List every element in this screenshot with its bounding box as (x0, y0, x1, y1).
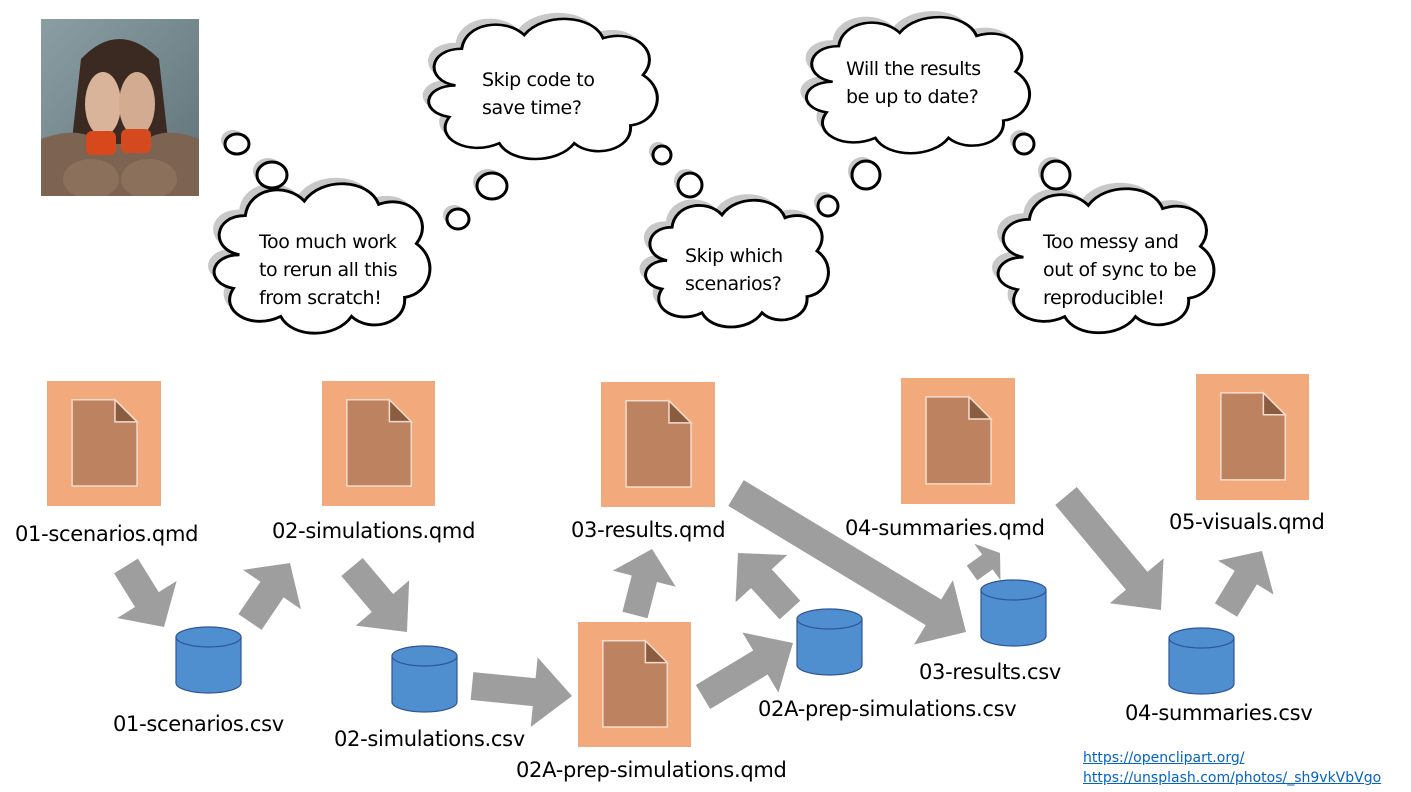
credit-link-unsplash[interactable]: https://unsplash.com/photos/_sh9vkVbVgo (1083, 770, 1382, 786)
label-02a-prep-simulations-csv: 02A-prep-simulations.csv (758, 697, 1017, 721)
file-icon-02a-prep-simulations-qmd (578, 622, 691, 747)
label-02a-prep-simulations-qmd: 02A-prep-simulations.qmd (516, 758, 787, 782)
label-04-summaries-csv: 04-summaries.csv (1125, 701, 1313, 725)
thought-bubble (676, 171, 704, 199)
file-icon-02-simulations-qmd (322, 381, 435, 506)
label-04-summaries-qmd: 04-summaries.qmd (845, 516, 1045, 540)
label-01-scenarios-qmd: 01-scenarios.qmd (15, 522, 199, 546)
flow-arrow-01-scenarios-qmd-to-01-scenarios-csv (114, 558, 177, 627)
thought-skip-scenarios: Skip which scenarios? (685, 245, 783, 295)
database-icon-03-results-csv (980, 579, 1047, 647)
label-02-simulations-qmd: 02-simulations.qmd (272, 519, 476, 543)
thought-too-much-work: Too much work to rerun all this from scr… (259, 231, 398, 309)
flow-arrow-03-results-qmd-to-03-results-csv (728, 480, 966, 645)
database-icon-04-summaries-csv (1168, 627, 1235, 695)
thought-cloud-too-messy (992, 130, 1216, 335)
thought-cloud-too-much-work (208, 130, 432, 335)
flow-arrow-04-summaries-qmd-to-04-summaries-csv (1055, 487, 1164, 610)
flow-arrow-02-simulations-qmd-to-02-simulations-csv (341, 557, 410, 632)
label-03-results-qmd: 03-results.qmd (571, 518, 726, 542)
thought-cloud-results-up-to-date (800, 11, 1032, 218)
flow-arrow-02a-prep-simulations-qmd-to-03-results-qmd (612, 549, 676, 619)
thought-bubble (1012, 132, 1036, 156)
thought-bubble (850, 159, 882, 191)
flow-arrow-02a-prep-simulations-qmd-to-02a-prep-simulations-csv (695, 632, 793, 710)
thought-results-up-to-date: Will the results be up to date? (846, 58, 981, 108)
file-icon-05-visuals-qmd (1196, 374, 1309, 500)
file-icon-04-summaries-qmd (901, 378, 1015, 504)
label-05-visuals-qmd: 05-visuals.qmd (1169, 510, 1325, 534)
label-03-results-csv: 03-results.csv (919, 660, 1062, 684)
database-icon-02a-prep-simulations-csv (796, 608, 863, 676)
thought-cloud-skip-code (422, 12, 659, 231)
thought-bubble (1040, 159, 1072, 191)
thought-bubble (816, 194, 840, 218)
thought-too-messy: Too messy and out of sync to be reproduc… (1043, 231, 1197, 309)
label-01-scenarios-csv: 01-scenarios.csv (113, 712, 284, 736)
thought-bubble (255, 160, 289, 190)
stressed-person-photo (41, 19, 199, 196)
thought-bubble (445, 207, 471, 231)
flow-arrow-04-summaries-csv-to-05-visuals-qmd (1214, 551, 1274, 617)
label-02-simulations-csv: 02-simulations.csv (334, 727, 525, 751)
file-icon-01-scenarios-qmd (47, 381, 161, 506)
flow-arrow-02-simulations-csv-to-02a-prep-simulations-qmd (470, 657, 572, 728)
thought-bubble (475, 171, 509, 201)
thought-bubble (223, 132, 251, 156)
credit-link-openclipart[interactable]: https://openclipart.org/ (1083, 750, 1245, 766)
database-icon-02-simulations-csv (391, 645, 458, 713)
database-icon-01-scenarios-csv (175, 626, 242, 694)
flow-arrow-01-scenarios-csv-to-02-simulations-qmd (238, 563, 301, 630)
thought-bubble (651, 144, 673, 166)
thought-skip-code: Skip code to save time? (482, 69, 595, 119)
thought-cloud-skip-scenarios (639, 142, 830, 329)
file-icon-03-results-qmd (601, 382, 715, 507)
flow-arrow-02a-prep-simulations-csv-to-03-results-qmd (735, 553, 801, 620)
flow-arrow-03-results-csv-to-04-summaries-qmd (966, 543, 1001, 581)
